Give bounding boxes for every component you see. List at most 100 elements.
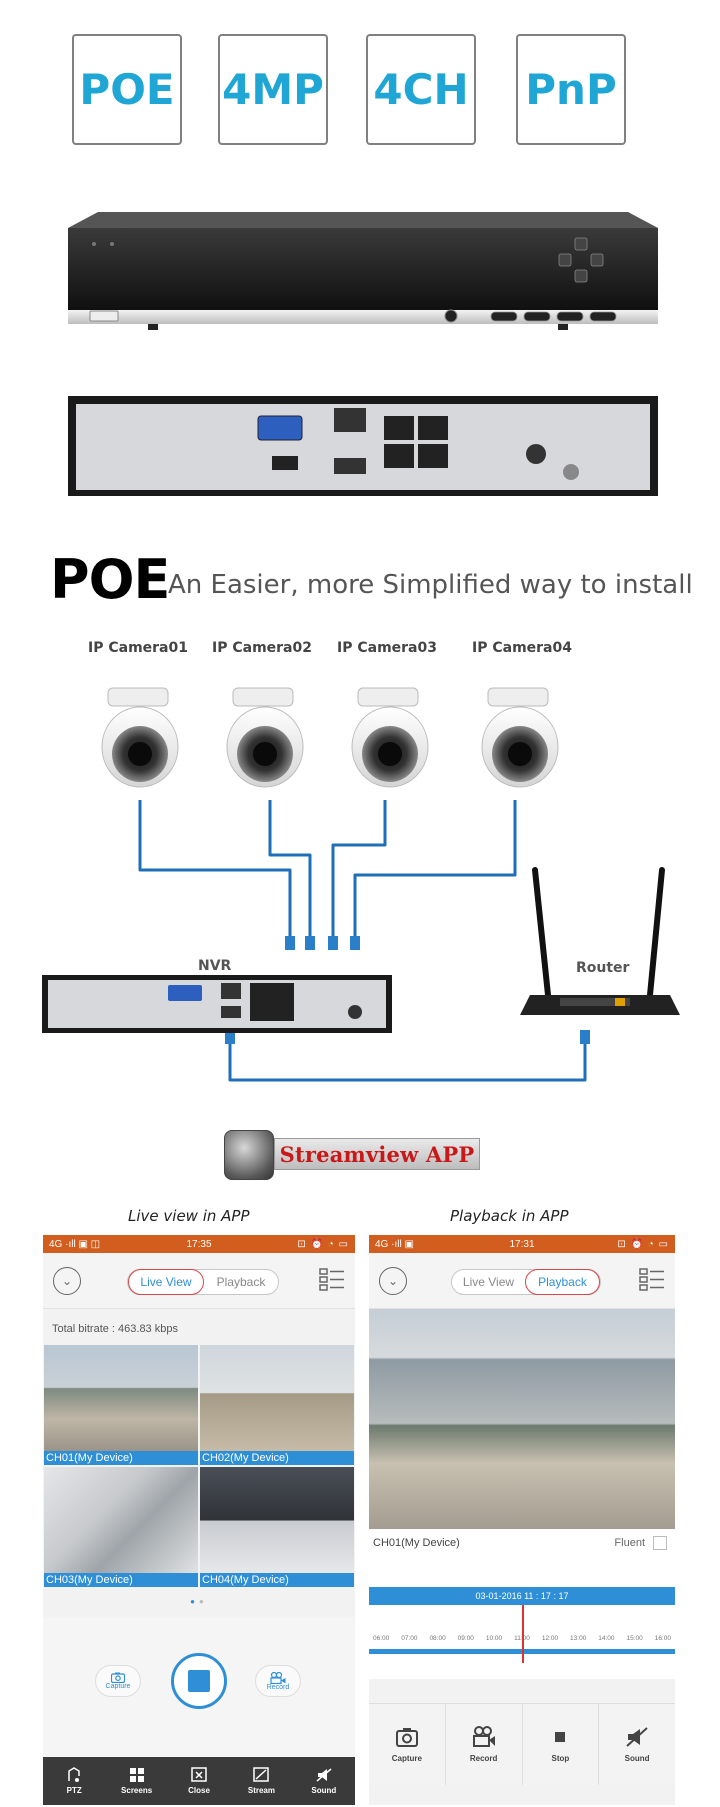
- page-indicator: ●●: [190, 1597, 208, 1606]
- fluent-option[interactable]: Fluent: [614, 1536, 667, 1550]
- ip-camera-icon: [481, 687, 559, 788]
- playback-channel: CH01(My Device): [373, 1537, 460, 1549]
- badge-4ch: 4CH: [366, 34, 476, 145]
- toolbar-label: Capture: [391, 1754, 422, 1763]
- timeline[interactable]: 06:0007:0008:0009:0010:0011:0012:0013:00…: [369, 1605, 675, 1679]
- toolbar-sound[interactable]: Sound: [599, 1704, 675, 1785]
- channel-label: CH01(My Device): [44, 1451, 198, 1465]
- camera-label-2: IP Camera02: [212, 640, 312, 656]
- timeline-tick-label: 11:00: [514, 1635, 530, 1647]
- capture-button[interactable]: Capture: [95, 1665, 141, 1697]
- list-menu-icon[interactable]: [319, 1267, 345, 1291]
- channel-tile[interactable]: CH01(My Device): [44, 1345, 198, 1465]
- badge-pnp: PnP: [516, 34, 626, 145]
- record-label: Record: [266, 1683, 290, 1691]
- video-camera-icon: [472, 1726, 495, 1747]
- status-left: 4G ·ıll ▣: [375, 1238, 414, 1250]
- toolbar-label: Stream: [247, 1786, 275, 1795]
- view-tab-switch: Live View Playback: [451, 1269, 601, 1295]
- list-menu-icon[interactable]: [639, 1267, 665, 1291]
- chevron-down-icon[interactable]: ⌄: [379, 1267, 407, 1295]
- tab-live-view[interactable]: Live View: [462, 1275, 515, 1289]
- live-view-screenshot: 4G ·ıll ▣ ◫ 17:35 ⊡ ⏰ ◔ ▭ ⌄ Live View Pl…: [43, 1235, 355, 1805]
- stream-icon: [253, 1767, 270, 1782]
- toolbar-label: Close: [188, 1786, 210, 1795]
- stop-button[interactable]: [171, 1653, 227, 1709]
- camera-icon: [395, 1728, 418, 1747]
- nvr-back-image: [68, 396, 658, 496]
- playback-info-bar: CH01(My Device) Fluent: [369, 1529, 675, 1557]
- toolbar-capture[interactable]: Capture: [369, 1704, 446, 1785]
- toolbar-label: PTZ: [66, 1786, 82, 1795]
- timeline-tick-label: 14:00: [598, 1635, 615, 1642]
- stop-icon: [188, 1670, 210, 1692]
- toolbar-sound[interactable]: Sound: [293, 1757, 355, 1805]
- router-label: Router: [576, 960, 630, 976]
- toolbar-label: Sound: [624, 1754, 650, 1763]
- playback-toolbar: Capture Record Stop Sound: [369, 1703, 675, 1785]
- toolbar-label: Record: [469, 1754, 498, 1763]
- timeline-tick-label: 12:00: [541, 1635, 559, 1642]
- app-header: ⌄ Live View Playback: [43, 1253, 355, 1309]
- channel-label: CH04(My Device): [200, 1573, 354, 1587]
- status-bar: 4G ·ıll ▣ ◫ 17:35 ⊡ ⏰ ◔ ▭: [43, 1235, 355, 1253]
- status-left: 4G ·ıll ▣ ◫: [49, 1238, 101, 1250]
- nvr-label: NVR: [198, 958, 232, 974]
- nvr-icon: [42, 975, 392, 1033]
- tab-playback[interactable]: Playback: [525, 1269, 600, 1295]
- toolbar-screens[interactable]: Screens: [105, 1757, 167, 1805]
- caption-playback: Playback in APP: [450, 1207, 569, 1225]
- badge-4mp: 4MP: [218, 34, 328, 145]
- channel-tile[interactable]: CH03(My Device): [44, 1467, 198, 1587]
- streamview-app-logo: Streamview APP: [224, 1130, 480, 1180]
- tab-live-view[interactable]: Live View: [128, 1269, 204, 1295]
- toolbar-label: Sound: [311, 1786, 337, 1795]
- channel-label: CH03(My Device): [44, 1573, 198, 1587]
- toolbar-stop[interactable]: Stop: [523, 1704, 600, 1785]
- capture-label: Capture: [105, 1683, 131, 1690]
- channel-grid: CH01(My Device) CH02(My Device) CH03(My …: [43, 1345, 355, 1587]
- poe-topology-diagram: IP Camera01 IP Camera02 IP Camera03 IP C…: [0, 640, 720, 1100]
- toolbar-close[interactable]: Close: [168, 1757, 230, 1805]
- app-name: Streamview APP: [274, 1138, 480, 1170]
- grid-icon: [129, 1768, 144, 1782]
- tab-playback[interactable]: Playback: [216, 1275, 266, 1289]
- sound-muted-icon: [626, 1727, 648, 1747]
- nvr-front-image: [68, 212, 658, 330]
- playback-video[interactable]: [369, 1309, 675, 1529]
- channel-tile[interactable]: CH02(My Device): [200, 1345, 354, 1465]
- view-tab-switch: Live View Playback: [127, 1269, 279, 1295]
- stop-icon: [555, 1732, 566, 1742]
- toolbar-label: Stop: [551, 1754, 570, 1763]
- timeline-tick-label: 08:00: [429, 1635, 446, 1642]
- ptz-icon: [68, 1767, 80, 1782]
- toolbar-ptz[interactable]: PTZ: [43, 1757, 105, 1805]
- record-button[interactable]: Record: [255, 1665, 301, 1697]
- timeline-tick-label: 16:00: [654, 1635, 671, 1642]
- fluent-checkbox[interactable]: [653, 1536, 667, 1550]
- spacer: [369, 1557, 675, 1587]
- status-right: ⊡ ⏰ ◔ ▭: [297, 1238, 349, 1250]
- app-icon: [224, 1130, 274, 1180]
- chevron-down-icon[interactable]: ⌄: [53, 1267, 81, 1295]
- ip-camera-icon: [101, 687, 179, 788]
- toolbar-label: Screens: [121, 1786, 153, 1795]
- camera-label-4: IP Camera04: [472, 640, 572, 656]
- badge-poe: POE: [72, 34, 182, 145]
- app-header: ⌄ Live View Playback: [369, 1253, 675, 1309]
- timeline-tick-label: 07:00: [401, 1635, 418, 1642]
- close-icon: [191, 1767, 207, 1782]
- live-bottom-toolbar: PTZ Screens Close Stream Sound: [43, 1757, 355, 1805]
- toolbar-record[interactable]: Record: [446, 1704, 523, 1785]
- caption-live-view: Live view in APP: [128, 1207, 250, 1225]
- channel-label: CH02(My Device): [200, 1451, 354, 1465]
- toolbar-stream[interactable]: Stream: [230, 1757, 292, 1805]
- timeline-tick-label: 09:00: [457, 1635, 474, 1642]
- timeline-cursor[interactable]: [522, 1605, 524, 1663]
- fluent-label: Fluent: [614, 1537, 645, 1549]
- camera-icon: [111, 1672, 125, 1683]
- topology-graphic: [42, 687, 680, 1082]
- timeline-tick-label: 06:00: [373, 1635, 390, 1642]
- live-controls: Capture Record: [43, 1617, 355, 1757]
- channel-tile[interactable]: CH04(My Device): [200, 1467, 354, 1587]
